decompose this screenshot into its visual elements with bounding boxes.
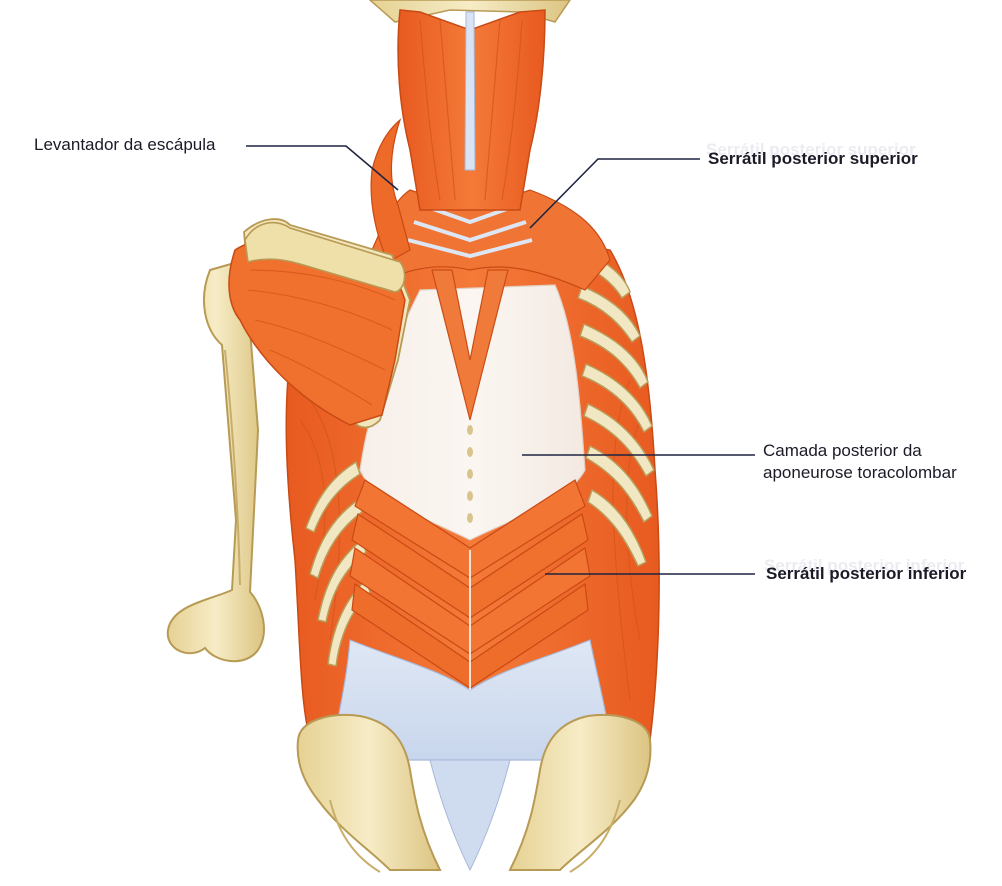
spinous-processes — [467, 425, 473, 523]
leader-line-serratus-superior — [529, 158, 700, 229]
serratus-posterior-superior-muscle — [371, 189, 611, 291]
thoracolumbar-fascia — [359, 269, 586, 541]
ghost-text-inferior: Serrátil posterior inferior — [764, 556, 965, 575]
levator-scapulae-muscle — [370, 118, 411, 263]
label-serratus-posterior-inferior: Serrátil posterior inferior — [766, 564, 967, 583]
neck-muscles — [397, 9, 546, 211]
pelvis-bone — [296, 714, 652, 873]
leader-lines — [246, 145, 755, 575]
leader-line-levator-scapulae — [246, 145, 399, 191]
label-serratus-posterior-superior: Serrátil posterior superior — [708, 149, 918, 168]
serratus-posterior-inferior-muscle — [349, 479, 591, 690]
label-thoracolumbar-line2: aponeurose toracolombar — [763, 463, 957, 482]
ghost-text-superior: Serrátil posterior superior — [706, 140, 916, 159]
lower-thoracolumbar-fascia — [333, 639, 611, 872]
shoulder-muscles — [228, 221, 406, 426]
ribs-right — [574, 249, 655, 568]
label-thoracolumbar-line1: Camada posterior da — [763, 441, 922, 460]
label-levator-scapulae: Levantador da escápula — [34, 135, 216, 154]
